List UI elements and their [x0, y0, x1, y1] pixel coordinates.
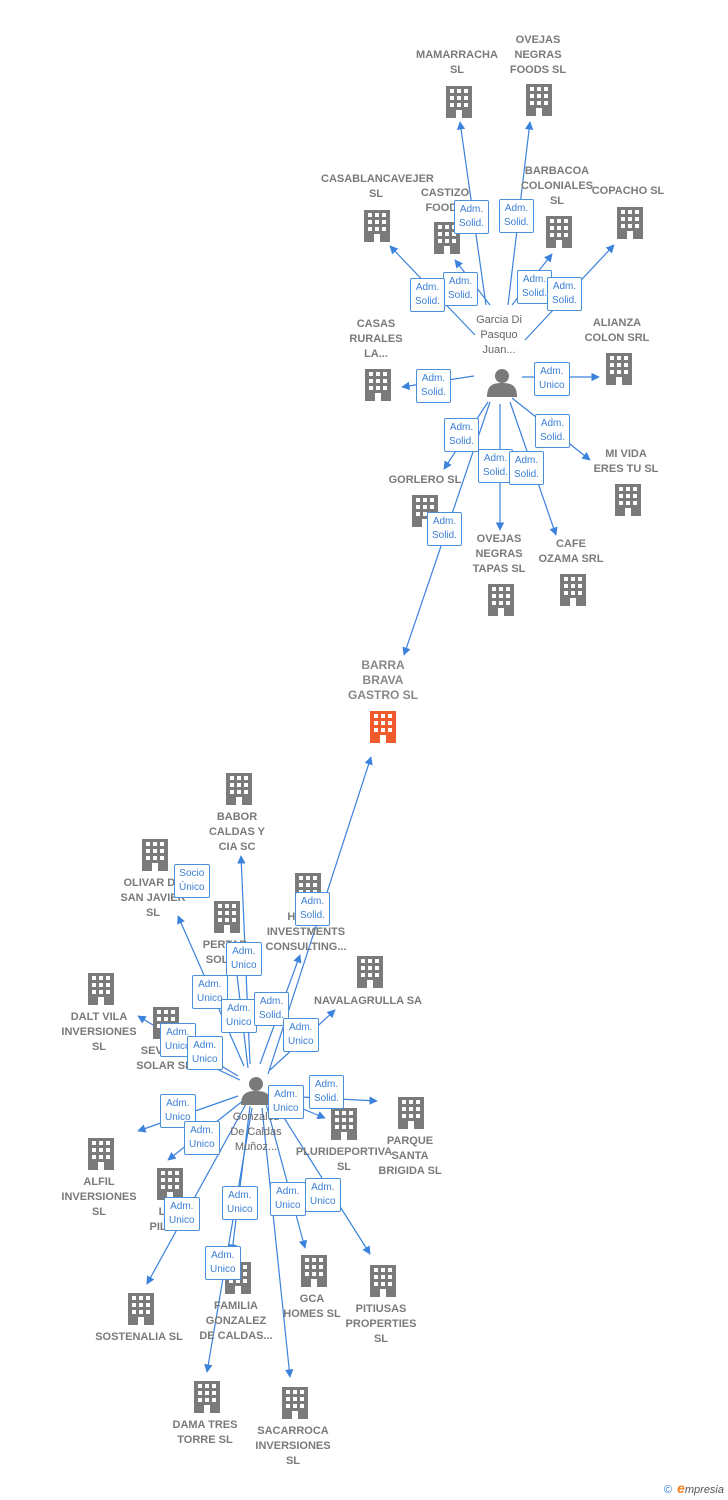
company-building-icon[interactable]: [88, 1138, 114, 1170]
edge-p2-d16: [204, 1107, 253, 1373]
person-icon[interactable]: [241, 1077, 271, 1105]
role-badge-q9: Adm. Unico: [187, 1036, 223, 1070]
role-badge-r10: Adm. Solid.: [444, 418, 480, 452]
role-badge-r9: Adm. Solid.: [535, 414, 571, 448]
company-label-center[interactable]: BARRA BRAVA GASTRO SL: [347, 658, 418, 702]
company-label-c11[interactable]: OVEJAS NEGRAS TAPAS SL: [472, 533, 526, 575]
person-icon[interactable]: [487, 369, 517, 397]
role-badge-q15: Adm. Unico: [164, 1197, 200, 1231]
role-badge-q2: Adm. Solid.: [295, 892, 331, 926]
edge-p2-d13: [228, 1105, 251, 1253]
role-badge-q10: Adm. Unico: [268, 1085, 304, 1119]
role-badge-q17: Adm. Unico: [270, 1182, 306, 1216]
company-label-d14[interactable]: GCA HOMES SL: [283, 1293, 341, 1320]
company-label-c6[interactable]: COPACHO SL: [591, 185, 665, 197]
edge-p2-d17: [261, 1107, 294, 1378]
company-label-d15[interactable]: PITIUSAS PROPERTIES SL: [345, 1303, 417, 1345]
company-building-icon[interactable]: [615, 484, 641, 516]
company-building-icon[interactable]: [282, 1387, 308, 1419]
company-label-c2[interactable]: OVEJAS NEGRAS FOODS SL: [509, 34, 567, 76]
company-label-d10[interactable]: ALFIL INVERSIONES SL: [61, 1176, 137, 1218]
company-building-icon[interactable]: [398, 1097, 424, 1129]
company-label-c8[interactable]: ALIANZA COLON SRL: [584, 317, 650, 344]
company-building-icon[interactable]: [606, 353, 632, 385]
company-building-icon[interactable]: [142, 839, 168, 871]
company-label-c1[interactable]: MAMARRACHA SL: [416, 49, 498, 76]
role-badge-r12: Adm. Solid.: [509, 451, 545, 485]
company-label-d8[interactable]: PLURIDEPORTIVA SL: [295, 1146, 393, 1173]
role-badge-r7: Adm. Solid.: [416, 369, 452, 403]
company-building-icon[interactable]: [214, 901, 240, 933]
company-building-icon[interactable]: [128, 1293, 154, 1325]
company-label-c12[interactable]: CAFE OZAMA SRL: [538, 538, 604, 565]
company-label-d6[interactable]: DALT VILA INVERSIONES SL: [61, 1011, 137, 1053]
company-building-icon[interactable]: [546, 216, 572, 248]
role-badge-q1: Socio Único: [174, 864, 210, 898]
company-building-icon[interactable]: [617, 207, 643, 239]
role-badge-r5: Adm. Solid.: [517, 270, 553, 304]
company-label-c7[interactable]: CASAS RURALES LA...: [349, 318, 403, 360]
company-label-d16[interactable]: DAMA TRES TORRE SL: [172, 1419, 238, 1446]
role-badge-q5: Adm. Unico: [221, 999, 257, 1033]
company-label-d5[interactable]: NAVALAGRULLA SA: [314, 995, 422, 1007]
role-badge-r11: Adm. Solid.: [478, 449, 514, 483]
role-badge-r8: Adm. Unico: [534, 362, 570, 396]
company-building-icon[interactable]: [157, 1168, 183, 1200]
company-building-icon[interactable]: [194, 1381, 220, 1413]
role-badge-r4: Adm. Solid.: [410, 278, 446, 312]
role-badge-q7: Adm. Unico: [283, 1018, 319, 1052]
role-badge-q18: Adm. Unico: [205, 1246, 241, 1280]
company-building-icon[interactable]: [331, 1108, 357, 1140]
company-building-icon[interactable]: [446, 86, 472, 118]
company-label-c3[interactable]: CASABLANCAVEJER SL: [321, 173, 434, 200]
person-label-p2[interactable]: Gonzalez De Caldas Muñoz...: [230, 1111, 282, 1153]
company-building-icon[interactable]: [488, 584, 514, 616]
copyright-symbol: ©: [663, 1484, 673, 1496]
company-building-icon[interactable]: [226, 773, 252, 805]
footer-brand: © empresia: [664, 1480, 724, 1496]
company-label-d9[interactable]: PARQUE SANTA BRIGIDA SL: [378, 1135, 442, 1177]
edges-layer: [137, 121, 615, 1378]
company-label-c9[interactable]: MI VIDA ERES TU SL: [593, 448, 659, 475]
role-badge-q14: Adm. Unico: [305, 1178, 341, 1212]
company-building-icon[interactable]: [370, 1265, 396, 1297]
company-label-c5[interactable]: BARBACOA COLONIALES SL: [520, 165, 594, 207]
role-badge-r13: Adm. Solid.: [427, 512, 463, 546]
company-label-d4[interactable]: PERTAR SOLAR: [202, 939, 248, 966]
company-building-icon[interactable]: [526, 84, 552, 116]
company-label-d2[interactable]: OLIVAR DE SAN JAVIER SL: [120, 877, 186, 919]
person-label-p1[interactable]: Garcia Di Pasquo Juan...: [476, 314, 522, 356]
brand-logo-initial: e: [677, 1480, 685, 1496]
company-label-d17[interactable]: SACARROCA INVERSIONES SL: [255, 1425, 331, 1467]
edge-p2-d14: [265, 1103, 308, 1249]
company-building-icon[interactable]: [357, 956, 383, 988]
center-company-building-icon[interactable]: [370, 711, 396, 743]
role-badge-r1: Adm. Solid.: [454, 200, 490, 234]
role-badge-r3: Adm. Solid.: [443, 272, 479, 306]
role-badge-r6: Adm. Solid.: [547, 277, 583, 311]
company-label-c10[interactable]: GORLERO SL: [388, 474, 462, 486]
company-building-icon[interactable]: [301, 1255, 327, 1287]
company-building-icon[interactable]: [365, 369, 391, 401]
role-badge-q13: Adm. Unico: [184, 1121, 220, 1155]
company-building-icon[interactable]: [88, 973, 114, 1005]
role-badge-r2: Adm. Solid.: [499, 199, 535, 233]
edge-p2-d12: [146, 1103, 247, 1285]
company-building-icon[interactable]: [560, 574, 586, 606]
role-badge-q3: Adm. Unico: [226, 942, 262, 976]
role-badge-q11: Adm. Solid.: [309, 1075, 345, 1109]
company-label-d1[interactable]: BABOR CALDAS Y CIA SC: [208, 811, 266, 853]
company-label-d13[interactable]: FAMILIA GONZALEZ DE CALDAS...: [199, 1300, 273, 1342]
company-label-d12[interactable]: SOSTENALIA SL: [95, 1331, 183, 1343]
company-building-icon[interactable]: [364, 210, 390, 242]
role-badge-q4: Adm. Unico: [192, 975, 228, 1009]
brand-logo-text: mpresia: [684, 1484, 724, 1496]
role-badge-q16: Adm. Unico: [222, 1186, 258, 1220]
